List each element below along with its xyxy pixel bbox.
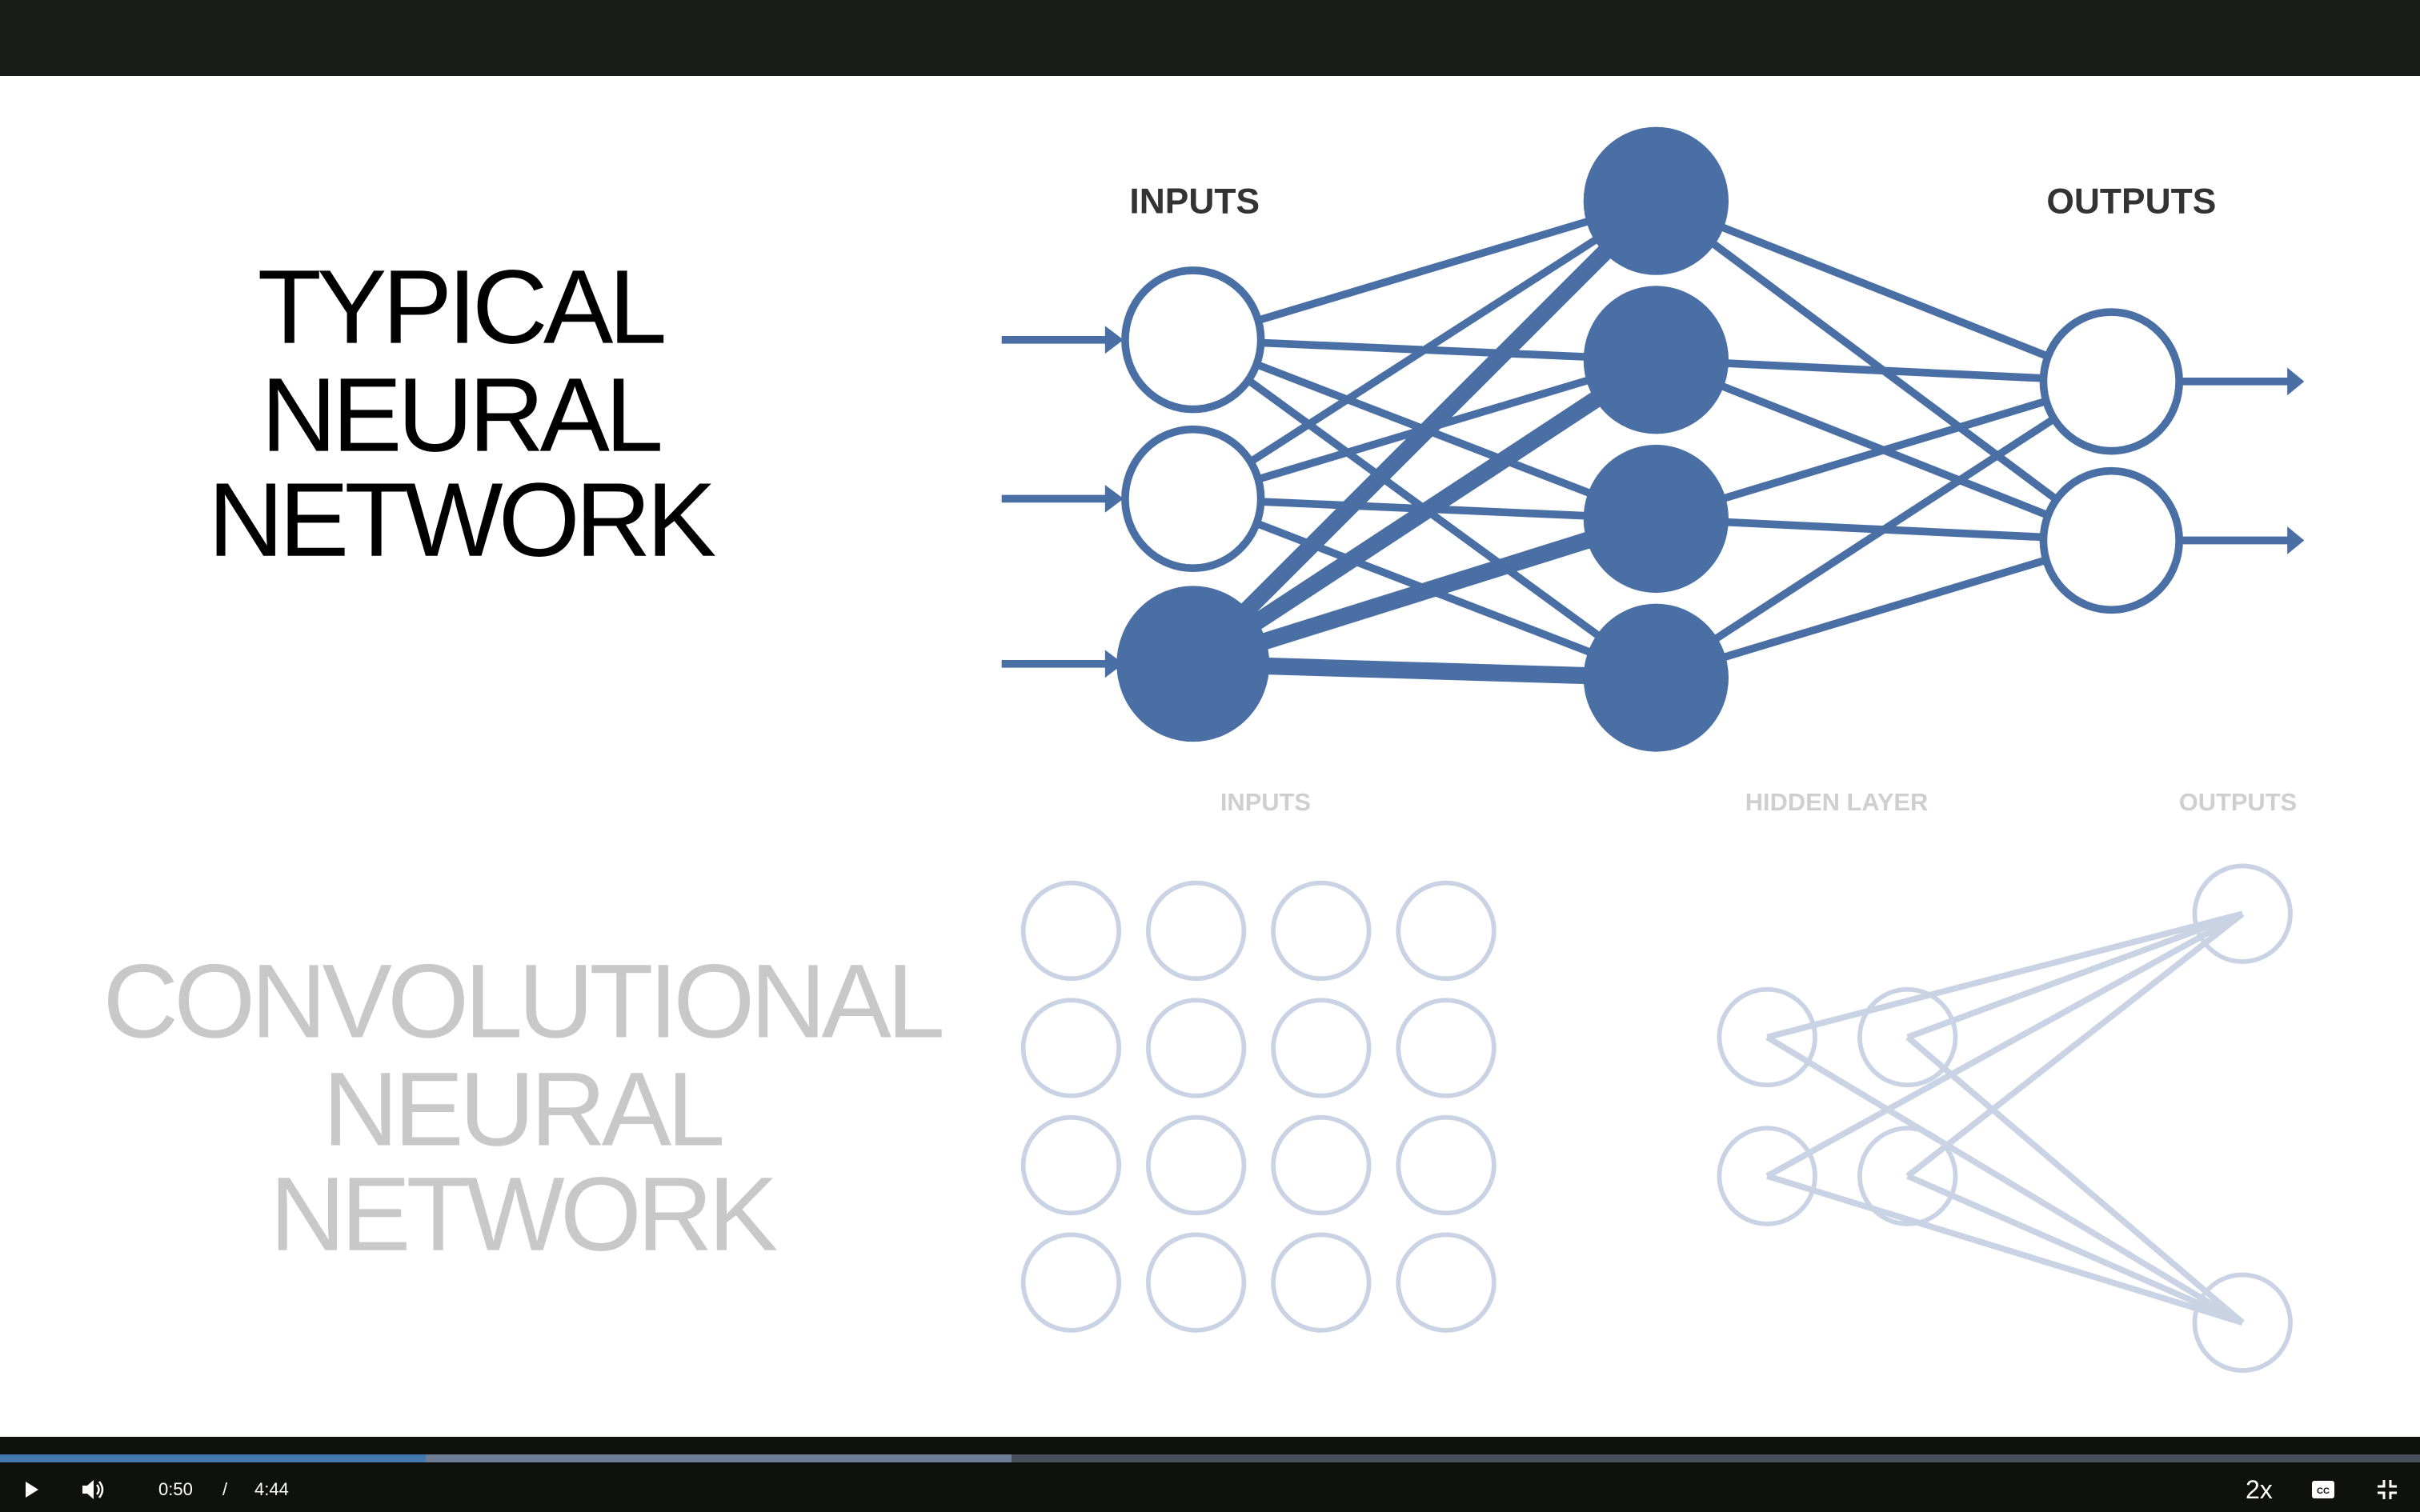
input-node — [1121, 425, 1265, 573]
slide-graphic: TYPICAL NEURAL NETWORK INPUTS OUTPUTS CO… — [102, 126, 2305, 1373]
cnn-hidden-node — [1857, 986, 1958, 1088]
cnn-edge — [1906, 910, 2244, 1041]
hidden-node — [1583, 286, 1729, 434]
cnn-hidden-label: HIDDEN LAYER — [1745, 788, 1929, 816]
connection-edge — [1190, 510, 1659, 672]
video-frame[interactable]: TYPICAL NEURAL NETWORK INPUTS OUTPUTS CO… — [0, 76, 2420, 1437]
inputs-label: INPUTS — [1129, 182, 1260, 222]
cnn-edge — [1766, 910, 2244, 1041]
title-line: NETWORK — [270, 1155, 777, 1273]
cnn-input-node — [1145, 1114, 1247, 1216]
cnn-input-node — [1271, 998, 1372, 1098]
cnn-hidden-node — [1857, 1126, 1958, 1226]
cnn-input-node — [1145, 1232, 1247, 1333]
play-button[interactable] — [22, 1475, 42, 1504]
arrowhead — [2287, 526, 2305, 554]
title-line: NEURAL — [323, 1050, 722, 1168]
connection-edge — [1192, 655, 1657, 686]
cnn-input-node — [1396, 1232, 1496, 1333]
exit-fullscreen-button[interactable] — [2375, 1475, 2399, 1504]
connection-edge — [1653, 378, 2113, 682]
arrowhead — [1104, 650, 1124, 678]
arrowhead — [1104, 485, 1124, 513]
cnn-output-node — [2192, 1272, 2293, 1373]
cnn-input-node — [1020, 1232, 1122, 1333]
svg-text:CC: CC — [2317, 1486, 2330, 1496]
connection-edge — [1191, 198, 1658, 502]
cnn-input-node — [1271, 1232, 1372, 1333]
cnn-edge — [1765, 1034, 2245, 1326]
volume-button[interactable] — [80, 1475, 109, 1504]
arrowhead — [2287, 367, 2305, 396]
cnn-hidden-node — [1717, 1126, 1817, 1226]
playback-speed-button[interactable]: 2x — [2246, 1474, 2273, 1504]
title-line: NEURAL — [261, 356, 660, 474]
output-node — [2039, 308, 2183, 455]
typical-title: TYPICAL NEURAL NETWORK — [208, 248, 720, 578]
current-time: 0:50 — [158, 1479, 193, 1499]
cnn-input-node — [1396, 1114, 1496, 1216]
input-node — [1121, 266, 1265, 414]
cnn-input-node — [1396, 998, 1496, 1098]
title-line: CONVOLUTIONAL — [102, 942, 942, 1060]
title-line: NETWORK — [208, 461, 715, 578]
played-bar — [0, 1454, 427, 1462]
cnn-input-node — [1396, 880, 1496, 982]
connection-edge — [1656, 356, 2112, 386]
cnn-input-node — [1020, 880, 1122, 982]
cnn-inputs-label: INPUTS — [1220, 788, 1311, 816]
cnn-hidden-node — [1717, 986, 1817, 1088]
cnn-edge — [1905, 1034, 2245, 1326]
hidden-node — [1583, 603, 1729, 752]
buffered-bar — [0, 1454, 1012, 1462]
cnn-edge — [1765, 910, 2245, 1179]
cnn-input-node — [1271, 1114, 1372, 1216]
cnn-title: CONVOLUTIONAL NEURAL NETWORK — [102, 942, 946, 1273]
hidden-node — [1583, 126, 1729, 275]
captions-button[interactable]: CC — [2311, 1475, 2335, 1504]
cnn-edge — [1905, 911, 2245, 1179]
output-node — [2039, 466, 2183, 614]
cnn-input-node — [1145, 880, 1247, 982]
cnn-input-node — [1020, 1114, 1122, 1216]
connection-edge — [1654, 378, 2113, 523]
connection-edge — [1187, 194, 1662, 670]
hidden-node — [1583, 444, 1729, 594]
cnn-outputs-label: OUTPUTS — [2179, 788, 2297, 816]
progress-bar[interactable] — [0, 1454, 2420, 1462]
volume-icon — [82, 1480, 104, 1499]
captions-icon: CC — [2312, 1481, 2334, 1498]
play-icon — [26, 1482, 38, 1498]
player-controls: 0:50 / 4:44 2x CC — [0, 1437, 2420, 1512]
connection-edge — [1654, 536, 2113, 682]
cnn-input-node — [1020, 998, 1122, 1098]
time-separator: / — [222, 1479, 228, 1499]
cnn-edge — [1906, 1173, 2244, 1326]
exit-fullscreen-icon — [2378, 1480, 2397, 1499]
arrowhead — [1104, 326, 1124, 354]
cnn-input-node — [1271, 880, 1372, 982]
duration: 4:44 — [254, 1479, 289, 1499]
top-bar — [0, 0, 2420, 76]
input-node — [1116, 586, 1270, 742]
connection-edge — [1654, 197, 2113, 386]
outputs-label: OUTPUTS — [2046, 182, 2216, 222]
cnn-output-node — [2192, 863, 2293, 964]
title-line: TYPICAL — [258, 248, 664, 366]
cnn-input-node — [1145, 998, 1247, 1098]
connection-edge — [1188, 352, 1661, 671]
connection-edge — [1192, 197, 1657, 344]
cnn-edge — [1766, 1173, 2244, 1326]
